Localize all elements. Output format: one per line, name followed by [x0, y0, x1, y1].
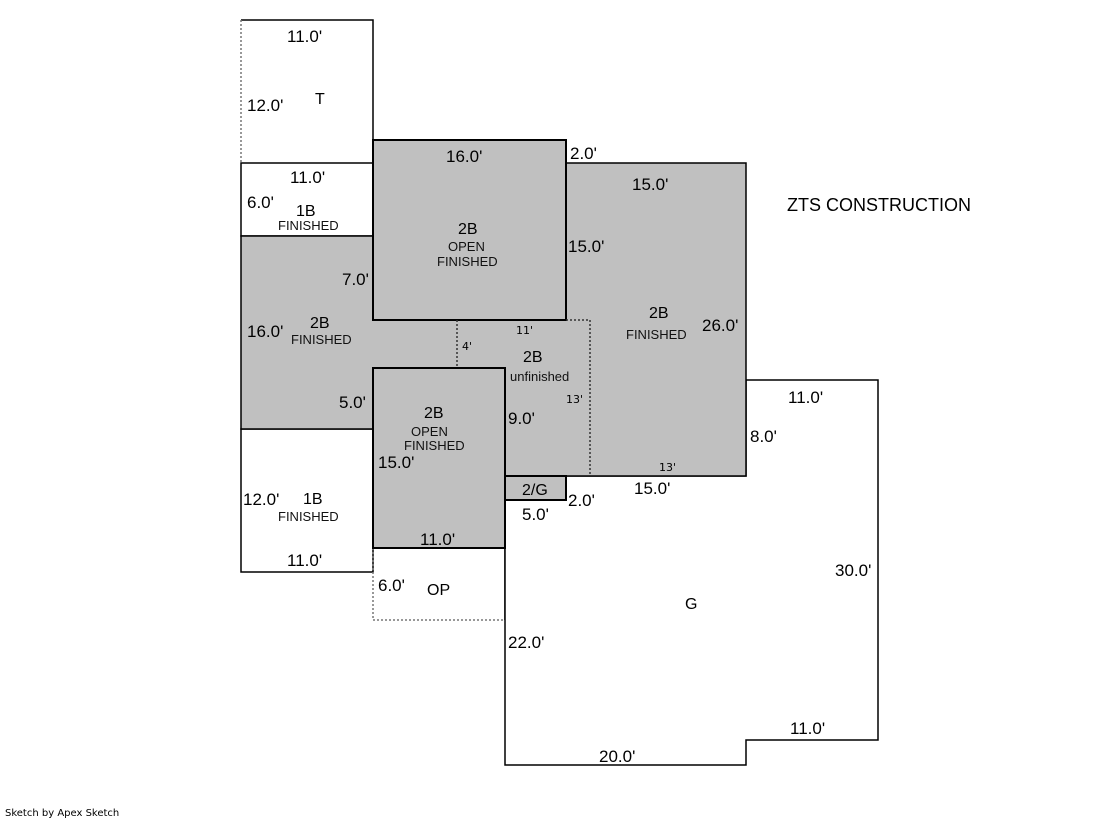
dim-2b-open-top-w: 16.0' [446, 147, 482, 166]
label-t: T [315, 91, 325, 108]
dim-unf-13-v: 13' [566, 393, 583, 406]
area-2b-open-bottom [372, 367, 506, 549]
dim-t-left: 12.0' [247, 96, 283, 115]
dim-2b-right-h: 26.0' [702, 316, 738, 335]
status-2b-right: FINISHED [626, 327, 687, 342]
dim-g-right: 30.0' [835, 561, 871, 580]
dim-1b-bottom-h: 12.0' [243, 490, 279, 509]
status-2b-left: FINISHED [291, 332, 352, 347]
area-2b-open-top [372, 139, 567, 321]
credit-text: Sketch by Apex Sketch [5, 808, 120, 819]
dim-g-left: 22.0' [508, 633, 544, 652]
dim-t-top: 11.0' [287, 27, 322, 46]
dim-2b-open-top-2: 2.0' [570, 144, 597, 163]
dim-g-bottom: 20.0' [599, 747, 635, 766]
label-2b-open-bottom: 2B [424, 405, 444, 422]
status-1b-top: FINISHED [278, 218, 339, 233]
dim-g-notch: 11.0' [790, 719, 825, 738]
label-1b-bottom: 1B [303, 491, 323, 508]
area-2g [504, 475, 567, 501]
dim-2b-open-bottom-w: 11.0' [420, 530, 455, 549]
dim-1b-top-w: 11.0' [290, 168, 325, 187]
divider-dotted-unfinished [566, 319, 591, 476]
dim-2b-right-bottom: 15.0' [634, 479, 670, 498]
label-op: OP [427, 582, 450, 599]
dim-1b-top-h: 6.0' [247, 193, 274, 212]
dim-1b-bottom-w: 11.0' [287, 551, 322, 570]
area-t-solid [241, 19, 374, 140]
type-2b-open-bottom: OPEN [411, 424, 448, 439]
company-title: ZTS CONSTRUCTION [787, 195, 971, 215]
label-2b-unfinished: 2B [523, 349, 543, 366]
dim-2b-left-7: 7.0' [342, 270, 369, 289]
label-2b-left: 2B [310, 315, 330, 332]
label-2g: 2/G [522, 482, 548, 499]
dim-unf-11: 11' [516, 324, 533, 337]
dim-op: 6.0' [378, 576, 405, 595]
status-1b-bottom: FINISHED [278, 509, 339, 524]
status-2b-open-bottom: FINISHED [404, 438, 465, 453]
label-g: G [685, 596, 697, 613]
dim-unf-13-h: 13' [659, 461, 676, 474]
status-2b-open-top: FINISHED [437, 254, 498, 269]
dim-2b-open-top-h: 15.0' [568, 237, 604, 256]
dim-unf-4: 4' [462, 340, 472, 353]
label-2b-open-top: 2B [458, 221, 478, 238]
area-op-dotted [372, 548, 505, 621]
status-2b-unfinished: unfinished [510, 369, 569, 384]
label-2b-right: 2B [649, 305, 669, 322]
label-1b-top: 1B [296, 203, 316, 220]
dim-2b-open-bottom-h: 15.0' [378, 453, 414, 472]
dim-2b-left-5: 5.0' [339, 393, 366, 412]
dim-g-8: 8.0' [750, 427, 777, 446]
type-2b-open-top: OPEN [448, 239, 485, 254]
dim-g-top: 11.0' [788, 388, 823, 407]
dim-2b-right-w: 15.0' [632, 175, 668, 194]
dim-2b-left-h: 16.0' [247, 322, 283, 341]
dim-2g-w: 5.0' [522, 505, 549, 524]
area-1b-bottom [240, 428, 374, 573]
dim-2g-h: 2.0' [568, 491, 595, 510]
dim-unf-9: 9.0' [508, 409, 535, 428]
